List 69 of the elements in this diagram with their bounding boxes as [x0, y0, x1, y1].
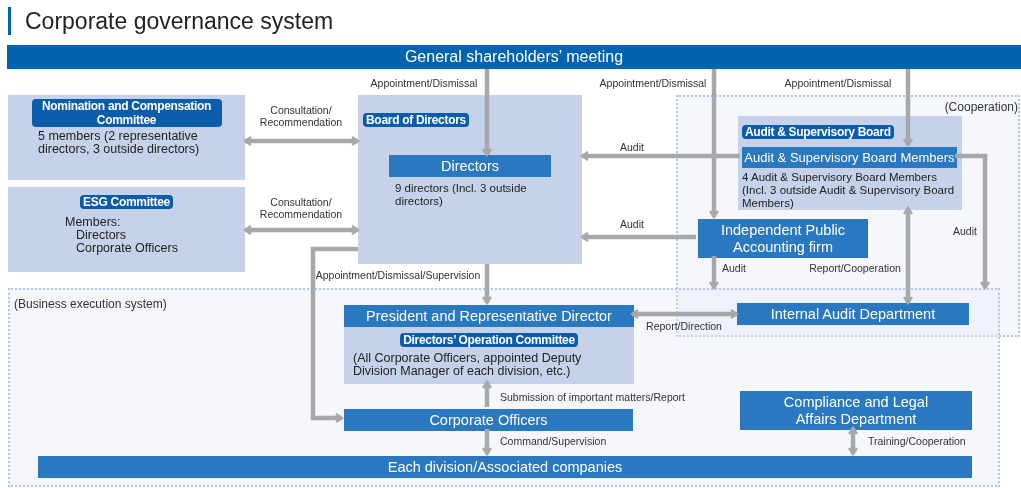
group-region [8, 288, 1000, 487]
note-text: 9 directors (Incl. 3 outside directors) [395, 182, 528, 208]
arrow [310, 246, 358, 424]
edge-label: Audit [721, 262, 747, 274]
edge-label: Appointment/Dismissal [598, 77, 708, 89]
body-text: 5 members (2 representative directors, 3 outside directors) [38, 130, 201, 156]
edge-label: Audit [952, 225, 978, 237]
edge-label: Appointment/Dismissal/Supervision [314, 269, 482, 281]
box-label: Compliance and Legal Affairs Department [782, 393, 930, 428]
body-panel [344, 327, 634, 384]
body-panel [358, 95, 582, 264]
body-panel [8, 95, 245, 180]
body-panel [738, 116, 962, 210]
edge-label: Report/Cooperation [808, 262, 902, 274]
edge-label: Audit [619, 141, 645, 153]
box-label: Directors [441, 157, 499, 175]
body-text: (All Corporate Officers, appointed Deputy Division Manager of each division, etc.) [353, 352, 583, 378]
arrow [481, 264, 493, 305]
edge-label: Consultation/ Recommendation [258, 104, 344, 128]
edge-label: Report/Direction [645, 320, 723, 332]
box-label: Internal Audit Department [770, 305, 936, 323]
panel-heading: Nomination and Compensation Committee [31, 99, 222, 127]
arrow [902, 69, 914, 147]
header-text: General shareholders’ meeting [404, 47, 624, 67]
entity-box [698, 219, 868, 258]
panel-heading: Board of Directors [363, 113, 469, 127]
title: Corporate governance system [8, 7, 334, 35]
arrow [481, 429, 493, 456]
arrow [630, 308, 739, 320]
arrow [580, 231, 696, 243]
arrow [243, 224, 360, 236]
arrow [847, 426, 859, 456]
edge-label: Consultation/ Recommendation [258, 196, 344, 220]
header-bar [7, 45, 1021, 69]
entity-box [344, 305, 634, 327]
region-label: (Cooperation) [944, 99, 1018, 116]
edge-label: Training/Cooperation [868, 435, 967, 447]
arrow [481, 69, 493, 157]
edge-label: Appointment/Dismissal [783, 77, 893, 89]
arrow [580, 150, 740, 162]
body-text: Corporate Officers [76, 242, 178, 255]
arrow [708, 69, 720, 219]
body-text: Directors [76, 229, 126, 242]
entity-box [740, 391, 972, 430]
entity-box [38, 456, 972, 478]
arrow [902, 206, 914, 305]
body-panel [8, 187, 245, 272]
box-label: Corporate Officers [429, 411, 548, 429]
box-label: Each division/Associated companies [387, 458, 623, 476]
region-label: (Business execution system) [14, 296, 167, 313]
edge-label: Submission of important matters/Report [500, 391, 686, 403]
arrow [243, 135, 360, 147]
entity-box [389, 155, 551, 177]
box-label: Audit & Supervisory Board Members [744, 149, 955, 166]
panel-heading: Directors’ Operation Committee [400, 333, 578, 347]
box-label: Independent Public Accounting firm [719, 221, 847, 256]
box-label: President and Representative Director [366, 307, 612, 325]
panel-heading: ESG Committee [80, 195, 173, 209]
entity-box [344, 409, 633, 431]
edge-label: Appointment/Dismissal [369, 77, 479, 89]
note-text: 4 Audit & Supervisory Board Members (Incl. 3 outside Audit & Supervisory Board Members) [742, 171, 956, 210]
entity-box [737, 303, 969, 325]
edge-label: Command/Supervision [500, 435, 608, 447]
panel-heading: Audit & Supervisory Board [742, 125, 894, 139]
arrow [955, 153, 991, 290]
arrow [708, 256, 720, 290]
edge-label: Audit [619, 218, 645, 230]
body-text: Members: [65, 216, 121, 229]
arrow [481, 380, 493, 407]
